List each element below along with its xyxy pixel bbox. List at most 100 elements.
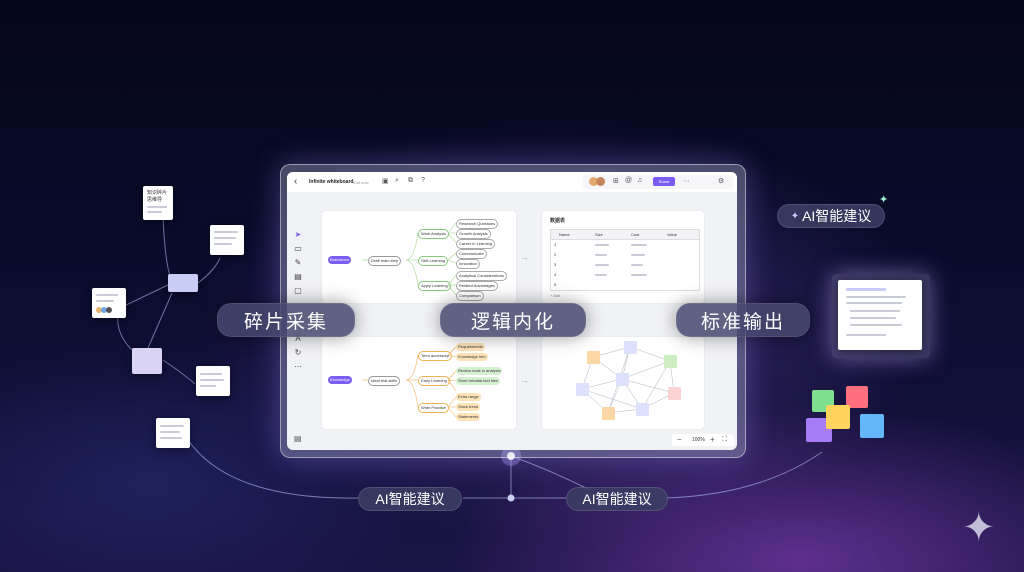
grid-icon[interactable]: ⊞ <box>613 178 619 185</box>
ai-suggestion-bottom-left[interactable]: AI智能建议 <box>358 487 462 511</box>
zoom-controls: − 100% + ⛶ <box>672 434 734 446</box>
table-title: 数据表 <box>550 218 566 224</box>
mindmap-leaf[interactable]: Review tools in analysis <box>456 367 503 375</box>
mindmap-branch[interactable]: Ideal trial skills <box>368 376 401 386</box>
duplicate-icon[interactable]: ⧉ <box>408 177 413 184</box>
mindmap-leaf[interactable]: Stock trend <box>456 403 481 411</box>
graph-node[interactable] <box>616 373 629 386</box>
at-icon[interactable]: @ <box>625 177 633 184</box>
sparkle-icon: ✦ <box>790 210 800 222</box>
table-row: 4 <box>554 272 557 277</box>
sticky-note-yellow <box>826 405 850 429</box>
mindmap-branch[interactable]: Draft main step <box>368 256 402 266</box>
comment-icon[interactable]: ▢ <box>294 286 302 295</box>
share-button[interactable]: Share <box>653 177 675 186</box>
ai-suggestion-badge[interactable]: ✦ AI智能建议 <box>777 204 885 228</box>
table-row: 3 <box>554 262 557 267</box>
output-document <box>838 280 922 350</box>
avatar <box>596 177 605 186</box>
graph-panel <box>542 337 704 429</box>
mindmap-leaf[interactable]: Communicate <box>456 249 487 259</box>
fragment-comment-card <box>92 288 126 318</box>
ai-suggestion-label: AI智能建议 <box>802 208 872 224</box>
mindmap-leaf[interactable]: Statements <box>456 413 481 421</box>
mindmap-leaf[interactable]: Related Advantages <box>456 281 498 291</box>
add-row-button[interactable]: + Add <box>550 293 561 298</box>
sticky-note-blue <box>860 414 884 438</box>
app-subtitle: Edit note <box>353 180 369 185</box>
settings-icon[interactable]: ⚙ <box>718 178 725 185</box>
table-row: 5 <box>554 282 557 287</box>
fragment-lavender-card <box>132 348 162 374</box>
mindmap-leaf[interactable]: Knowledge Info <box>456 353 488 361</box>
zoom-out-button[interactable]: − <box>677 435 682 444</box>
fit-screen-icon[interactable]: ⛶ <box>722 436 727 443</box>
mindmap-leaf[interactable]: Research Questions <box>456 219 499 229</box>
note-icon[interactable]: ▤ <box>294 272 302 281</box>
zoom-level: 100% <box>692 437 705 443</box>
fragment-purple-card <box>168 274 198 292</box>
fragment-note-line2: 思维导 <box>147 197 163 203</box>
search-icon[interactable]: ⌕ <box>395 177 399 184</box>
stage-collect: 碎片采集 <box>217 303 355 337</box>
table-header: Value <box>667 232 677 237</box>
bell-icon[interactable]: ♫ <box>637 177 643 184</box>
right-toolbar: ⊞ @ ♫ Share ⋯ ⚙ <box>583 175 733 189</box>
mindmap-center[interactable]: Brainstorm <box>328 256 352 264</box>
graph-node[interactable] <box>664 355 677 368</box>
mindmap-leaf[interactable]: Requirements <box>456 343 485 351</box>
mindmap-panel-1: Brainstorm Draft main step Work Analysis… <box>322 211 516 303</box>
mindmap-sub[interactable]: Skill Learning <box>418 256 449 266</box>
graph-node[interactable] <box>668 387 681 400</box>
mindmap-sub[interactable]: Work Analysis <box>418 229 450 239</box>
stage-output: 标准输出 <box>676 303 810 337</box>
mindmap-leaf[interactable]: Growth Analysis <box>456 229 491 239</box>
mindmap-sub[interactable]: Apply Learning <box>418 281 451 291</box>
save-icon[interactable]: ▣ <box>382 178 389 185</box>
mindmap-leaf[interactable]: Short rebuttal-text files <box>456 377 501 385</box>
table-header: Cost <box>631 232 640 237</box>
cursor-icon[interactable]: ➤ <box>294 230 302 239</box>
mindmap-leaf[interactable]: Comparison <box>456 291 484 301</box>
app-title: Infinite whiteboard <box>309 179 354 185</box>
mindmap-sub[interactable]: Early Learning <box>418 376 450 386</box>
fragment-doc-card <box>156 418 190 448</box>
mindmap-leaf[interactable]: Extra range <box>456 393 481 401</box>
table-row: 2 <box>554 252 557 257</box>
data-table: Name Size Cost Value 1 2 3 4 5 <box>550 229 700 291</box>
graph-node[interactable] <box>602 407 615 420</box>
mindmap-leaf[interactable]: Innovation <box>456 259 481 269</box>
graph-node[interactable] <box>636 403 649 416</box>
more-tools-icon[interactable]: ⋯ <box>294 362 302 371</box>
loop-icon[interactable]: ↻ <box>294 348 302 357</box>
mindmap-sub[interactable]: Term accessory <box>418 351 453 361</box>
rectangle-icon[interactable]: ▭ <box>294 244 302 253</box>
mindmap-leaf[interactable]: Career in Learning <box>456 239 496 249</box>
back-icon[interactable]: ‹ <box>294 176 298 187</box>
more-icon[interactable]: ⋯ <box>683 178 690 185</box>
mindmap-leaf[interactable]: Analytical Considerations <box>456 271 507 281</box>
app-toolbar: ‹ Infinite whiteboard Edit note ▣ ⌕ ⧉ ? … <box>287 172 737 192</box>
table-panel: 数据表 Name Size Cost Value 1 2 3 4 5 + Add <box>542 211 704 303</box>
zoom-in-button[interactable]: + <box>710 435 715 444</box>
graph-node[interactable] <box>576 383 589 396</box>
table-header: Size <box>595 232 603 237</box>
fragment-note-card: 知识碎片 思维导 <box>143 186 173 220</box>
sidebar-toggle-icon[interactable]: ▤ <box>294 434 302 443</box>
mindmap-sub[interactable]: Write Practice <box>418 403 449 413</box>
sparkle-icon: ✦ <box>962 506 996 550</box>
sparkle-icon: ✦ <box>879 194 889 206</box>
arrow-icon: → <box>520 375 529 385</box>
whiteboard-app: ‹ Infinite whiteboard Edit note ▣ ⌕ ⧉ ? … <box>287 172 737 450</box>
mindmap-center[interactable]: Knowledge <box>328 376 352 384</box>
text-icon[interactable]: A <box>295 334 301 343</box>
tool-sidebar: ➤ ▭ ✎ ▤ ▢ A ↻ ⋯ <box>289 224 307 374</box>
avatar <box>589 177 598 186</box>
table-header: Name <box>559 232 570 237</box>
graph-node[interactable] <box>624 341 637 354</box>
ai-suggestion-bottom-right[interactable]: AI智能建议 <box>566 487 668 511</box>
pen-icon[interactable]: ✎ <box>294 258 302 267</box>
fragment-list-card <box>196 366 230 396</box>
graph-node[interactable] <box>587 351 600 364</box>
help-icon[interactable]: ? <box>421 177 425 184</box>
